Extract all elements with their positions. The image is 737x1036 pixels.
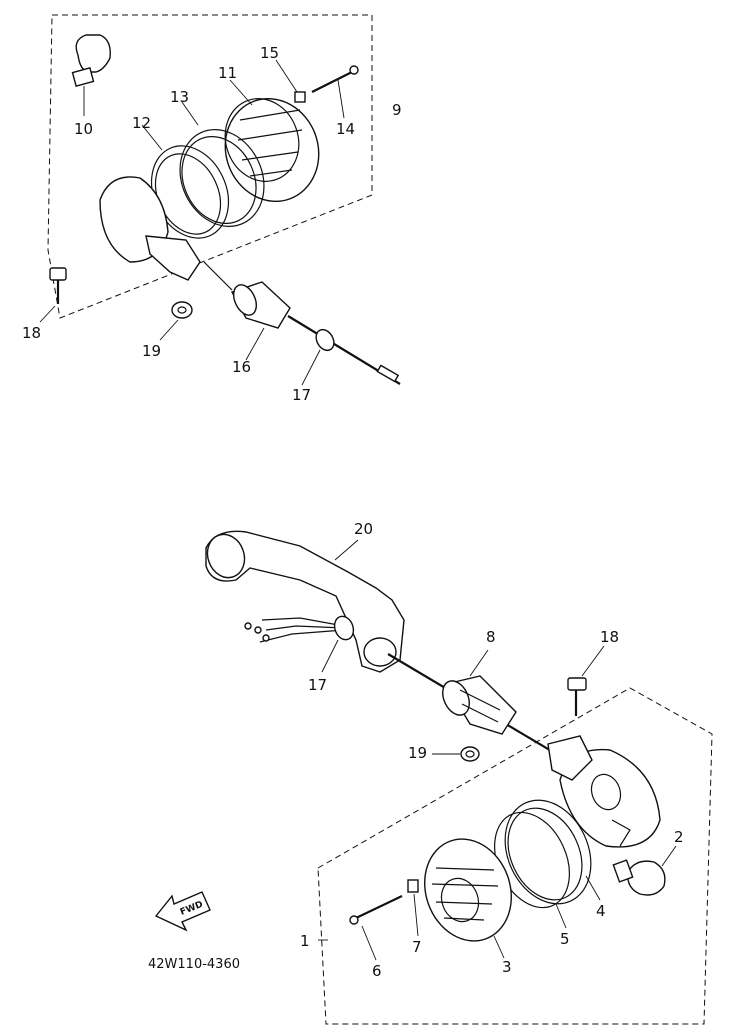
bolt-part-18-upper	[39, 267, 67, 323]
callout-18-lower: 18	[600, 628, 619, 646]
callout-4: 4	[596, 902, 606, 920]
callout-8: 8	[486, 628, 496, 646]
bulb-part-2	[612, 845, 677, 896]
bolt-part-18-lower	[567, 645, 605, 716]
callout-17-lower: 17	[308, 676, 327, 694]
callout-1: 1	[300, 932, 310, 950]
callout-2: 2	[674, 828, 684, 846]
callout-11: 11	[218, 64, 237, 82]
lower-assembly	[205, 530, 713, 1025]
socket-part-8	[387, 649, 581, 769]
callout-16: 16	[232, 358, 251, 376]
callout-13: 13	[170, 88, 189, 106]
cable-upper	[287, 315, 401, 386]
lens-part-11	[224, 79, 320, 203]
callout-7: 7	[412, 938, 422, 956]
callout-10: 10	[74, 120, 93, 138]
screw-part-6	[349, 895, 403, 961]
callout-3: 3	[502, 958, 512, 976]
lens-part-3	[424, 838, 512, 959]
nut-part-7	[407, 879, 419, 937]
upper-assembly	[39, 14, 401, 386]
bulb-part-10	[71, 34, 111, 116]
callout-18-upper: 18	[22, 324, 41, 342]
nut-part-15	[275, 59, 306, 103]
bracket-part-20	[205, 530, 405, 673]
callout-6: 6	[372, 962, 382, 980]
housing-lower	[547, 735, 661, 848]
callout-15: 15	[260, 44, 279, 62]
nut-part-19-upper	[159, 301, 193, 341]
callout-12: 12	[132, 114, 151, 132]
callout-14: 14	[336, 120, 355, 138]
housing-upper	[99, 176, 201, 281]
nut-part-19-lower	[460, 746, 480, 762]
diagram-code: 42W110-4360	[148, 957, 240, 972]
group-boundary-1	[317, 687, 713, 1025]
gasket-part-13	[179, 101, 265, 227]
rim-part-4	[504, 799, 601, 905]
callout-9: 9	[392, 101, 402, 119]
callout-19-upper: 19	[142, 342, 161, 360]
wire-harness-lower	[244, 615, 355, 673]
forward-arrow-icon: FWD	[154, 891, 211, 932]
callout-labels: 10 12 13 11 15 14 9 18 19 16 17 20 8 18 …	[22, 44, 684, 980]
callout-17-upper: 17	[292, 386, 311, 404]
socket-part-16	[203, 261, 291, 361]
group-boundary-9	[47, 14, 373, 319]
screw-part-14	[311, 65, 359, 119]
callout-20: 20	[354, 520, 373, 538]
callout-5: 5	[560, 930, 570, 948]
callout-19-lower: 19	[408, 744, 427, 762]
